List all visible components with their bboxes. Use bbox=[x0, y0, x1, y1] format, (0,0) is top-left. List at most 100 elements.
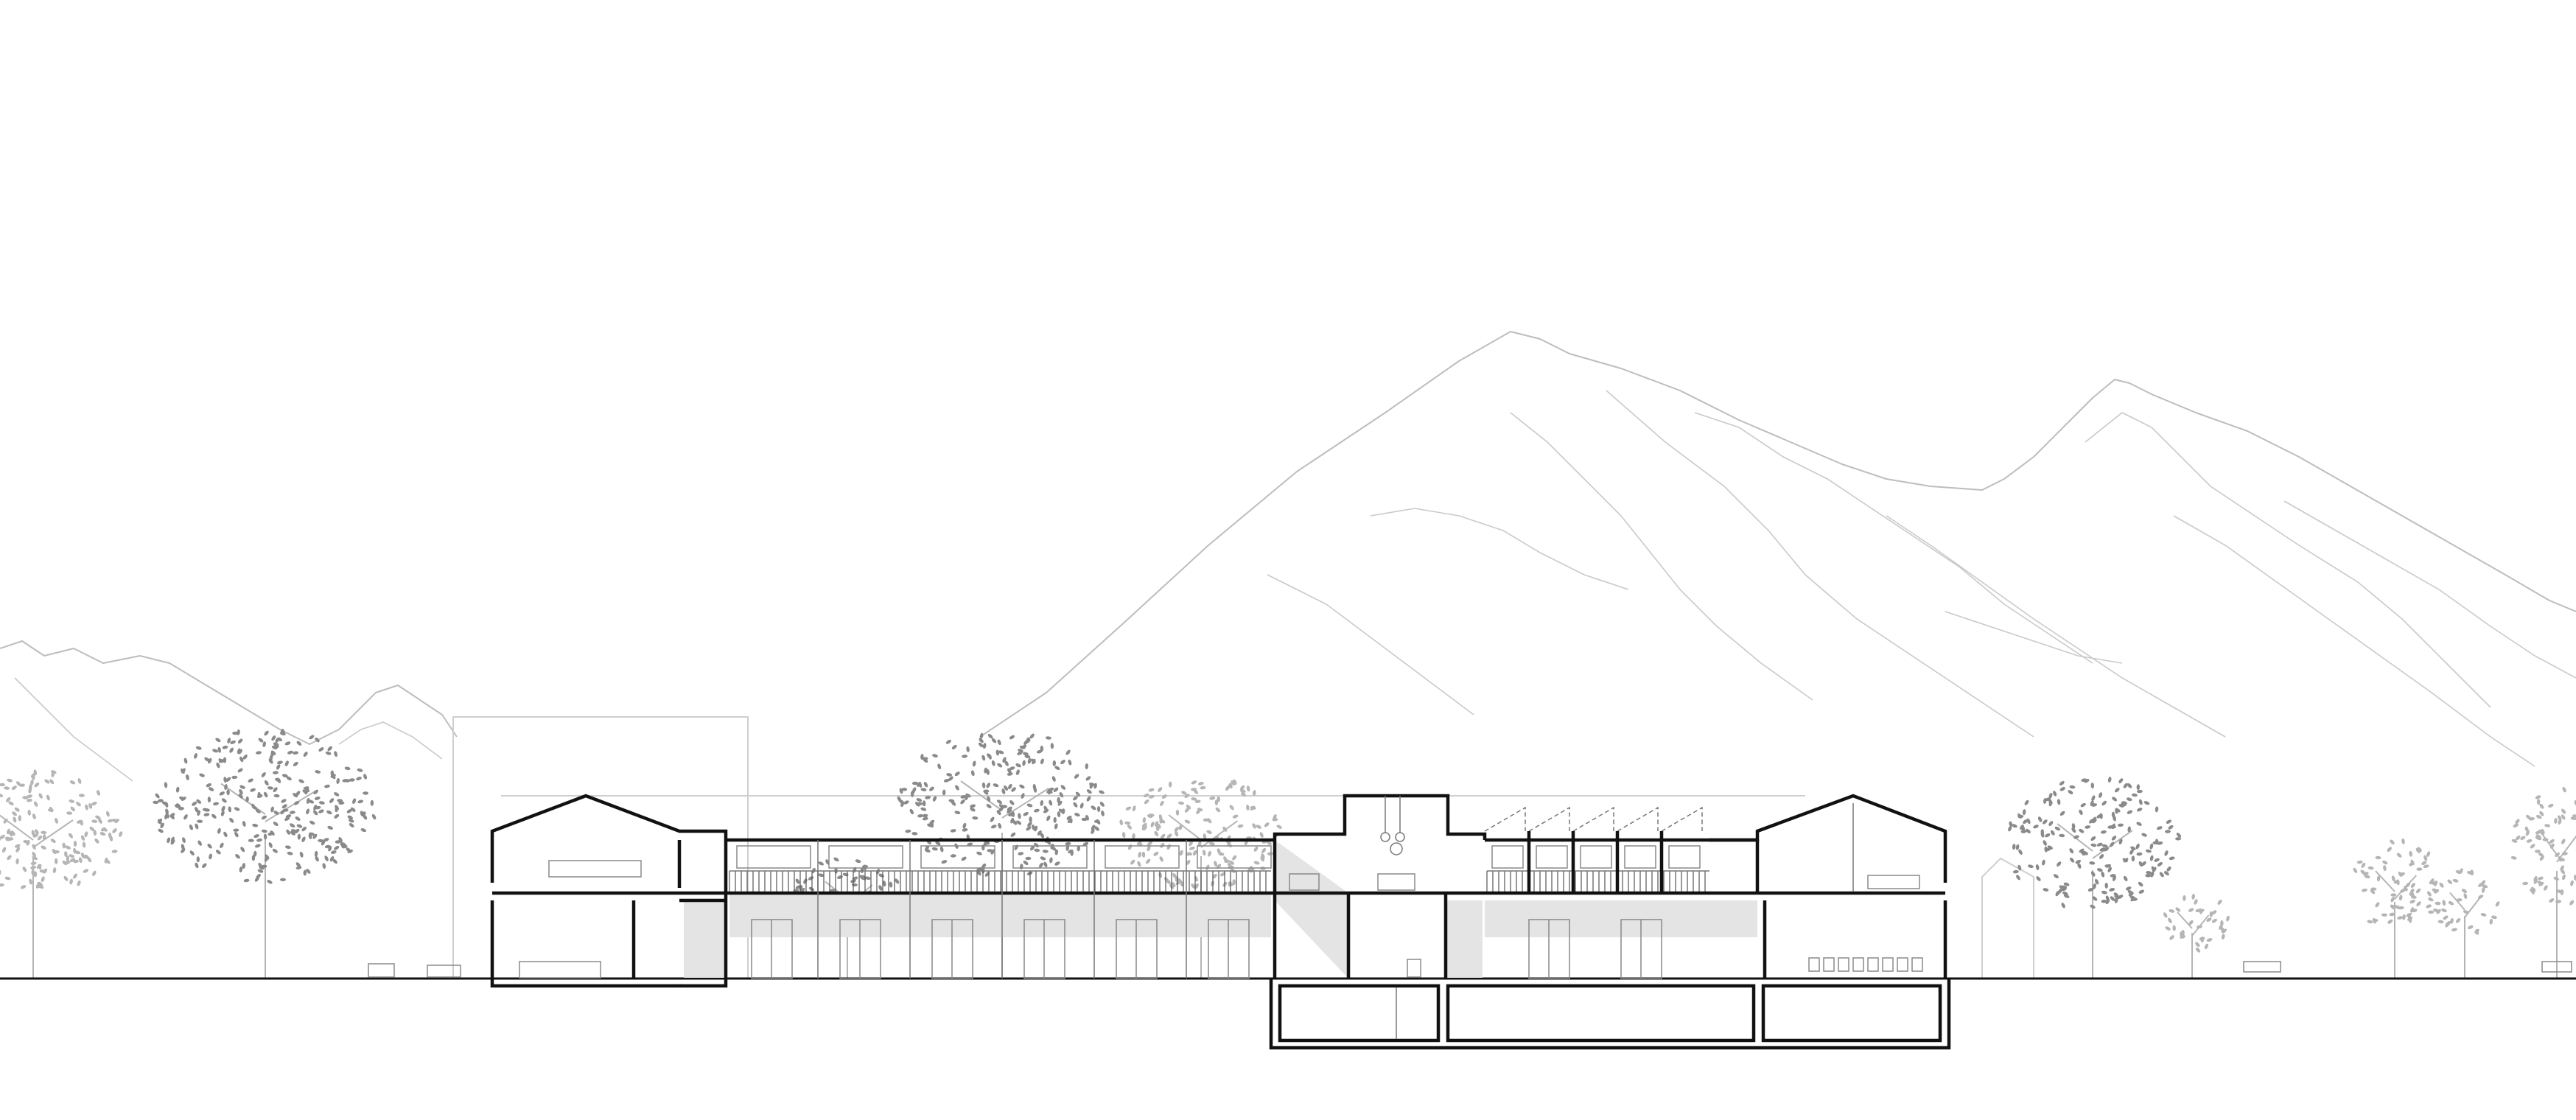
tree-leaf bbox=[1053, 787, 1059, 792]
tree-leaf bbox=[2211, 910, 2217, 915]
atrium-lamp-3 bbox=[1390, 842, 1403, 855]
building-section bbox=[490, 794, 1951, 1050]
tree-leaf bbox=[2104, 864, 2111, 868]
tree-leaf bbox=[1040, 758, 1044, 765]
tree-leaf bbox=[1007, 768, 1012, 774]
tree-leaf bbox=[855, 859, 861, 864]
tree-leaf bbox=[2477, 895, 2484, 899]
tree-leaf bbox=[2361, 888, 2367, 892]
tree-leaf bbox=[94, 838, 99, 844]
upper-window-bay-6 bbox=[1197, 845, 1272, 869]
tree-leaf bbox=[2463, 910, 2469, 914]
tree-leaf bbox=[1178, 824, 1183, 830]
left-basement-step bbox=[679, 979, 728, 988]
tree-leaf bbox=[960, 795, 967, 799]
tree-leaf bbox=[2533, 875, 2538, 882]
tree-leaf bbox=[2367, 920, 2373, 924]
tree-leaf bbox=[2555, 852, 2560, 858]
tree-leaf bbox=[63, 875, 69, 881]
tree-leaf bbox=[2099, 847, 2106, 852]
tree-leaf bbox=[33, 871, 38, 878]
tree-leaf bbox=[229, 817, 234, 823]
tree-leaf bbox=[276, 777, 281, 783]
tree-leaf bbox=[303, 752, 308, 757]
tree-leaf bbox=[1191, 780, 1197, 785]
tree-leaf bbox=[265, 854, 270, 860]
tree-leaf bbox=[347, 815, 354, 819]
tree-leaf bbox=[2456, 898, 2463, 902]
tree-leaf bbox=[1186, 859, 1191, 865]
tree-leaf bbox=[1011, 787, 1016, 792]
tree-leaf bbox=[1082, 841, 1089, 847]
tree-leaf bbox=[1040, 745, 1044, 752]
tree-leaf bbox=[984, 872, 990, 877]
tree-leaf bbox=[2094, 878, 2099, 885]
tree-leaf bbox=[990, 816, 995, 822]
tree-leaf bbox=[2416, 867, 2423, 871]
tree-leaf bbox=[62, 860, 68, 866]
tree-leaf bbox=[196, 856, 200, 863]
tree-leaf bbox=[1194, 799, 1201, 803]
tree-leaf bbox=[314, 850, 318, 857]
tree-leaf bbox=[948, 799, 955, 803]
right-columns bbox=[1491, 831, 1701, 893]
tree-leaf bbox=[276, 764, 281, 770]
tree-leaf bbox=[112, 828, 117, 833]
tree-leaf bbox=[2562, 874, 2566, 881]
tree-leaf bbox=[1086, 796, 1091, 802]
tree-leaf bbox=[2194, 899, 2198, 905]
tree-leaf bbox=[2123, 875, 2128, 881]
tree-leaf bbox=[336, 778, 340, 784]
tree-leaf bbox=[70, 806, 76, 812]
tree-leaf bbox=[284, 760, 289, 766]
tree-leaf bbox=[251, 855, 256, 861]
right-mountain-ridge-2 bbox=[2173, 515, 2535, 767]
tree-leaf bbox=[242, 755, 248, 760]
tree-leaf bbox=[1119, 819, 1123, 826]
tree-leaf bbox=[220, 811, 225, 816]
tree-leaf bbox=[2099, 854, 2104, 859]
tree-leaf bbox=[818, 873, 825, 878]
tree-leaf bbox=[976, 870, 981, 876]
tree-leaf bbox=[350, 807, 356, 812]
seat bbox=[1867, 957, 1879, 972]
tree-leaf bbox=[923, 782, 928, 788]
tree-leaf bbox=[1101, 810, 1105, 816]
tree-leaf bbox=[2118, 804, 2125, 808]
tree-leaf bbox=[2415, 888, 2421, 894]
tree-leaf bbox=[2020, 830, 2027, 833]
tree-leaf bbox=[1168, 781, 1172, 788]
tree-leaf bbox=[1141, 851, 1146, 858]
tree-leaf bbox=[860, 867, 864, 874]
tree-leaf bbox=[270, 806, 274, 813]
tree-leaf bbox=[1239, 789, 1246, 794]
tree-leaf bbox=[189, 850, 195, 855]
tree-leaf bbox=[2169, 856, 2175, 861]
tree-leaf bbox=[91, 802, 97, 806]
tree-leaf bbox=[2401, 838, 2405, 844]
tree-leaf bbox=[2530, 844, 2535, 849]
tree-leaf bbox=[2428, 910, 2435, 914]
tree-leaf bbox=[2409, 888, 2415, 895]
tree-leaf bbox=[2180, 931, 2183, 938]
tree-9 bbox=[2428, 868, 2500, 979]
tree-leaf bbox=[99, 832, 106, 836]
tree-leaf bbox=[2402, 914, 2406, 920]
tree-leaf bbox=[1158, 787, 1163, 792]
tree-leaf bbox=[273, 794, 280, 798]
tree-leaf bbox=[825, 859, 830, 865]
tree-leaf bbox=[966, 746, 970, 752]
tree-leaf bbox=[2370, 889, 2376, 895]
tree-leaf bbox=[22, 796, 29, 799]
tree-leaf bbox=[261, 829, 267, 833]
tree-leaf bbox=[925, 796, 931, 799]
tree-leaf bbox=[878, 885, 883, 891]
tree-leaf bbox=[979, 732, 984, 739]
tree-leaf bbox=[1174, 827, 1180, 832]
tree-leaf bbox=[2131, 855, 2135, 862]
tree-leaf bbox=[1009, 800, 1015, 805]
tree-leaf bbox=[273, 811, 279, 815]
tree-leaf bbox=[2481, 886, 2485, 893]
tree-leaf bbox=[1144, 793, 1149, 798]
tree-leaf bbox=[38, 793, 43, 799]
